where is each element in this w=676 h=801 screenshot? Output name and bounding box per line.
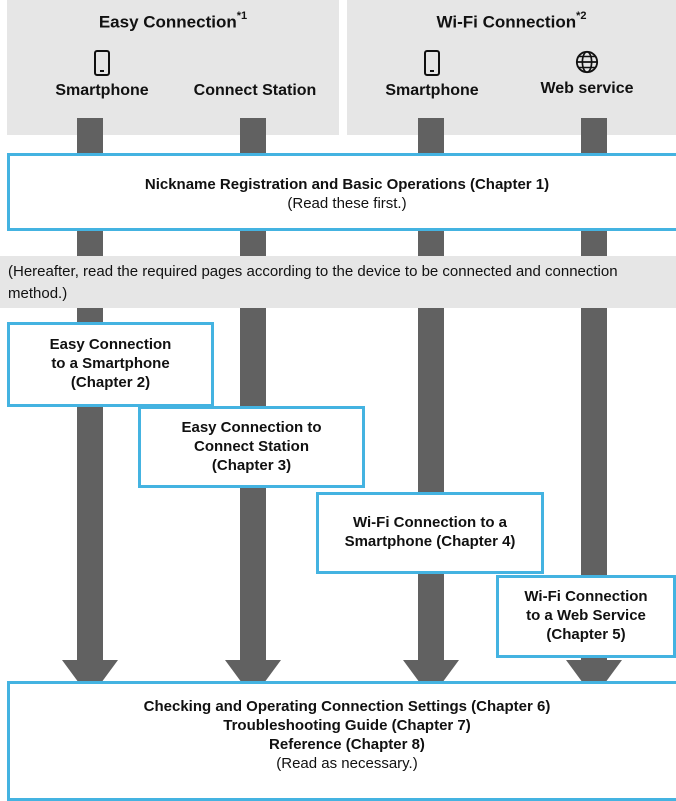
chapters-6-8-box: Checking and Operating Connection Settin… — [7, 681, 676, 801]
nickname-registration-title: Nickname Registration and Basic Operatio… — [144, 176, 550, 193]
wifi-connection-header: Wi-Fi Connection*2 Smartphone Web servic… — [347, 0, 676, 135]
chapter-8-title: Reference (Chapter 8) — [269, 736, 425, 753]
chapter-5-box: Wi-Fi Connection to a Web Service (Chapt… — [496, 575, 676, 658]
wifi-connection-title: Wi-Fi Connection*2 — [436, 10, 587, 32]
chapter-6-title: Checking and Operating Connection Settin… — [143, 698, 551, 715]
chapter-4-box: Wi-Fi Connection to a Smartphone (Chapte… — [316, 492, 544, 574]
easy-connection-title: Easy Connection*1 — [98, 10, 248, 32]
smartphone-icon — [94, 50, 110, 76]
device-web-service: Web service — [527, 50, 647, 98]
nickname-registration-note: (Read these first.) — [287, 195, 407, 212]
read-as-necessary-note: (Read as necessary.) — [276, 755, 418, 772]
device-smartphone-easy: Smartphone — [47, 50, 157, 100]
hereafter-note: (Hereafter, read the required pages acco… — [8, 263, 618, 302]
device-smartphone-wifi: Smartphone — [372, 50, 492, 100]
chapter-2-box: Easy Connection to a Smartphone (Chapter… — [7, 322, 214, 407]
globe-icon — [575, 50, 599, 74]
chapter-7-title: Troubleshooting Guide (Chapter 7) — [223, 717, 471, 734]
smartphone-icon — [424, 50, 440, 76]
hereafter-note-band: (Hereafter, read the required pages acco… — [0, 256, 676, 308]
easy-connection-header: Easy Connection*1 Smartphone Connect Sta… — [7, 0, 339, 135]
nickname-registration-box: Nickname Registration and Basic Operatio… — [7, 153, 676, 231]
chapter-3-box: Easy Connection to Connect Station (Chap… — [138, 406, 365, 488]
device-connect-station: Connect Station — [193, 82, 317, 99]
